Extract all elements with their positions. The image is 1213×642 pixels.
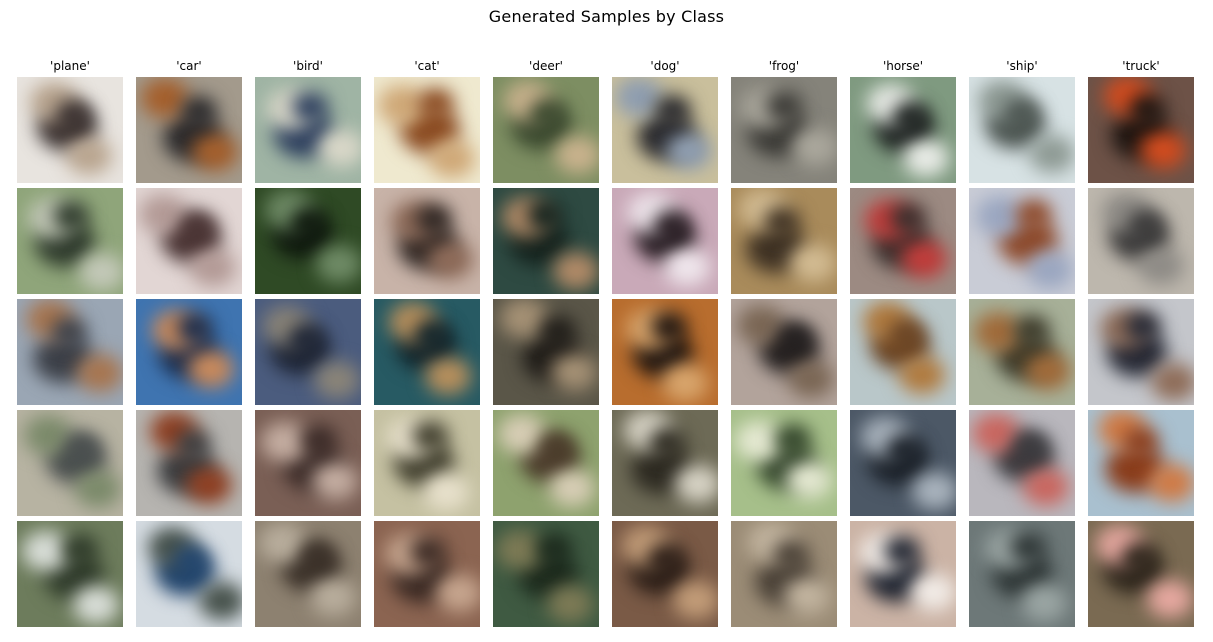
generated-sample-image [374,77,480,183]
class-column-3: 'cat' [374,58,480,628]
class-label: 'horse' [882,59,924,73]
class-label: 'bird' [293,59,323,73]
generated-sample-image [1088,188,1194,294]
generated-sample-image [374,410,480,516]
class-column-4: 'deer' [493,58,599,628]
generated-sample-image [493,77,599,183]
sample-grid: 'plane' 'car' 'bird' 'cat' 'deer' 'dog' 'frog'… [17,58,1196,628]
generated-sample-image [136,77,242,183]
class-label: 'car' [176,59,202,73]
generated-sample-image [850,410,956,516]
generated-sample-image [493,521,599,627]
generated-sample-image [17,410,123,516]
generated-sample-image [731,521,837,627]
generated-sample-image [255,188,361,294]
generated-sample-image [731,410,837,516]
class-label: 'frog' [768,59,800,73]
class-column-5: 'dog' [612,58,718,628]
class-label: 'truck' [1122,59,1160,73]
generated-sample-image [850,188,956,294]
generated-sample-image [17,188,123,294]
generated-sample-image [136,410,242,516]
generated-sample-image [612,188,718,294]
generated-sample-image [731,188,837,294]
generated-sample-image [1088,521,1194,627]
generated-sample-image [731,77,837,183]
generated-sample-image [612,410,718,516]
generated-sample-image [255,299,361,405]
generated-sample-image [136,188,242,294]
generated-sample-image [612,77,718,183]
generated-sample-image [136,299,242,405]
generated-sample-image [612,299,718,405]
generated-sample-image [1088,299,1194,405]
generated-sample-image [17,299,123,405]
generated-sample-image [969,77,1075,183]
generated-sample-image [493,410,599,516]
class-label: 'deer' [529,59,563,73]
generated-sample-image [850,521,956,627]
generated-sample-image [1088,77,1194,183]
generated-sample-image [1088,410,1194,516]
generated-sample-image [17,521,123,627]
generated-sample-image [850,299,956,405]
generated-sample-image [255,77,361,183]
generated-sample-image [493,299,599,405]
figure-title: Generated Samples by Class [488,7,725,26]
class-column-8: 'ship' [969,58,1075,628]
generated-sample-image [850,77,956,183]
generated-sample-image [17,77,123,183]
generated-sample-image [374,188,480,294]
generated-sample-image [493,188,599,294]
generated-sample-image [255,521,361,627]
class-label: 'cat' [414,59,440,73]
generated-sample-image [374,521,480,627]
generated-sample-image [731,299,837,405]
generated-sample-image [969,299,1075,405]
generated-sample-image [969,521,1075,627]
class-column-7: 'horse' [850,58,956,628]
class-column-2: 'bird' [255,58,361,628]
generated-sample-image [969,188,1075,294]
generated-sample-image [136,521,242,627]
class-column-6: 'frog' [731,58,837,628]
generated-sample-image [612,521,718,627]
generated-sample-image [374,299,480,405]
class-column-0: 'plane' [17,58,123,628]
class-label: 'plane' [50,59,90,73]
class-label: 'dog' [650,59,680,73]
class-label: 'ship' [1006,59,1038,73]
class-column-9: 'truck' [1088,58,1194,628]
generated-sample-image [255,410,361,516]
generated-sample-image [969,410,1075,516]
class-column-1: 'car' [136,58,242,628]
